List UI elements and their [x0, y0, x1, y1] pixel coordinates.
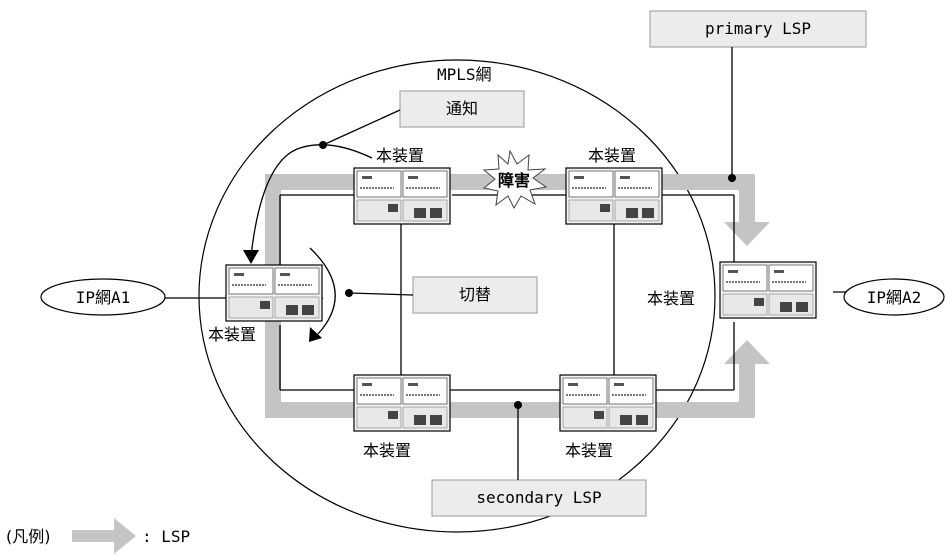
notify-callout [399, 90, 525, 128]
device-label-right: 本装置 [647, 289, 695, 308]
switch-arrow [309, 247, 336, 335]
fault-burst-icon [482, 149, 548, 210]
router-top-right [565, 167, 663, 225]
ip-network-right [843, 278, 945, 316]
mpls-network-label: MPLS網 [437, 65, 492, 84]
device-label-top-right: 本装置 [588, 146, 636, 165]
notify-label: 通知 [446, 99, 478, 118]
device-label-top-left: 本装置 [376, 146, 424, 165]
legend-suffix: : LSP [142, 527, 190, 546]
secondary-lsp-label: secondary LSP [476, 488, 601, 507]
legend-prefix: (凡例) [6, 527, 51, 546]
device-label-bottom-right: 本装置 [565, 441, 613, 460]
secondary-lsp-path [265, 364, 755, 418]
fault-label: 障害 [498, 171, 530, 190]
ip-network-left-label: IP網A1 [76, 288, 131, 307]
router-bottom-right [559, 374, 657, 432]
device-label-left: 本装置 [208, 325, 256, 344]
router-top-left [353, 167, 451, 225]
notify-arrow [250, 144, 373, 257]
router-left [225, 264, 323, 322]
device-label-bottom-left: 本装置 [363, 441, 411, 460]
mpls-network-boundary [198, 59, 716, 533]
primary-lsp-arrowhead [724, 222, 770, 246]
primary-lsp-callout [649, 10, 867, 48]
network-links [165, 194, 850, 391]
ip-network-right-label: IP網A2 [867, 288, 922, 307]
secondary-lsp-callout [431, 479, 647, 517]
router-right [719, 261, 817, 319]
secondary-lsp-arrowhead [724, 340, 770, 364]
primary-lsp-label: primary LSP [705, 19, 811, 38]
ip-network-left [40, 278, 166, 316]
legend-lsp-arrowhead [114, 518, 136, 554]
switch-label: 切替 [459, 285, 491, 304]
router-bottom-left [353, 374, 451, 432]
legend-lsp-bar [72, 530, 114, 542]
switch-callout [412, 276, 538, 314]
